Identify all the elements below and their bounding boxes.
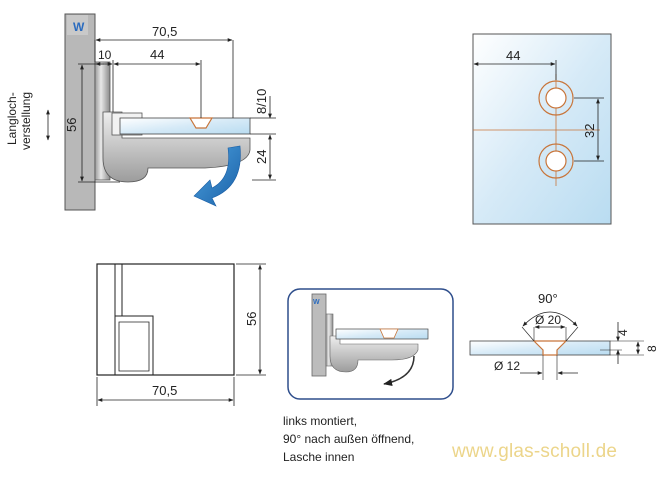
rotation-arrow [193, 145, 241, 207]
inset-rotation-arrow [383, 355, 415, 386]
glass-hole [188, 117, 214, 129]
top-left-view: W 70,5 10 44 56 8/10 2 [5, 13, 276, 211]
dim-hole-distance: 44 [150, 47, 164, 62]
hole-upper-outer [538, 80, 574, 116]
dim-total-width: 70,5 [152, 24, 177, 39]
wall-mark-box [67, 15, 88, 35]
inset-wall [311, 293, 327, 377]
wall-mark: W [73, 20, 85, 34]
hole-upper-inner [545, 87, 567, 109]
watermark: www.glas-scholl.de [452, 441, 618, 462]
dim-offset: 10 [98, 48, 112, 62]
dim-width-front: 70,5 [152, 383, 177, 398]
glass-panel [119, 117, 251, 135]
dim-height-front: 56 [244, 312, 259, 326]
bottom-left-view: 56 70,5 [96, 263, 266, 406]
dim-glass-thickness: 8/10 [254, 89, 269, 114]
dim-small: 4 [616, 329, 630, 336]
caption-line3: Lasche innen [283, 450, 355, 464]
side-label-line1: Langloch- [5, 92, 19, 145]
hole-lower-inner [545, 150, 567, 172]
inset-hinge-body [329, 335, 419, 373]
dim-hole: Ø 12 [494, 359, 520, 373]
bottom-right-view: 90° Ø 20 Ø 12 4 8 [469, 291, 659, 380]
inset-wall-mark: W [313, 299, 320, 306]
dim-hole-spacing: 32 [582, 124, 597, 138]
dim-bottom: 24 [254, 150, 269, 164]
dim-thickness: 8 [645, 345, 659, 352]
inset-view: W [287, 288, 454, 400]
caption-line2: 90° nach außen öffnend, [283, 432, 415, 446]
dim-height: 56 [64, 118, 79, 132]
side-label-line2: verstellung [19, 92, 33, 150]
hole-lower-outer [538, 143, 574, 179]
dim-countersink: Ø 20 [535, 313, 561, 327]
caption: links montiert, 90° nach außen öffnend, … [283, 412, 414, 466]
dim-hole-distance-front: 44 [506, 48, 520, 63]
hinge-body [102, 111, 251, 183]
dim-angle: 90° [538, 291, 558, 306]
caption-line1: links montiert, [283, 414, 358, 428]
top-right-view: 44 32 [472, 33, 612, 225]
hinge-outline [96, 263, 235, 376]
wall-panel [64, 13, 96, 211]
